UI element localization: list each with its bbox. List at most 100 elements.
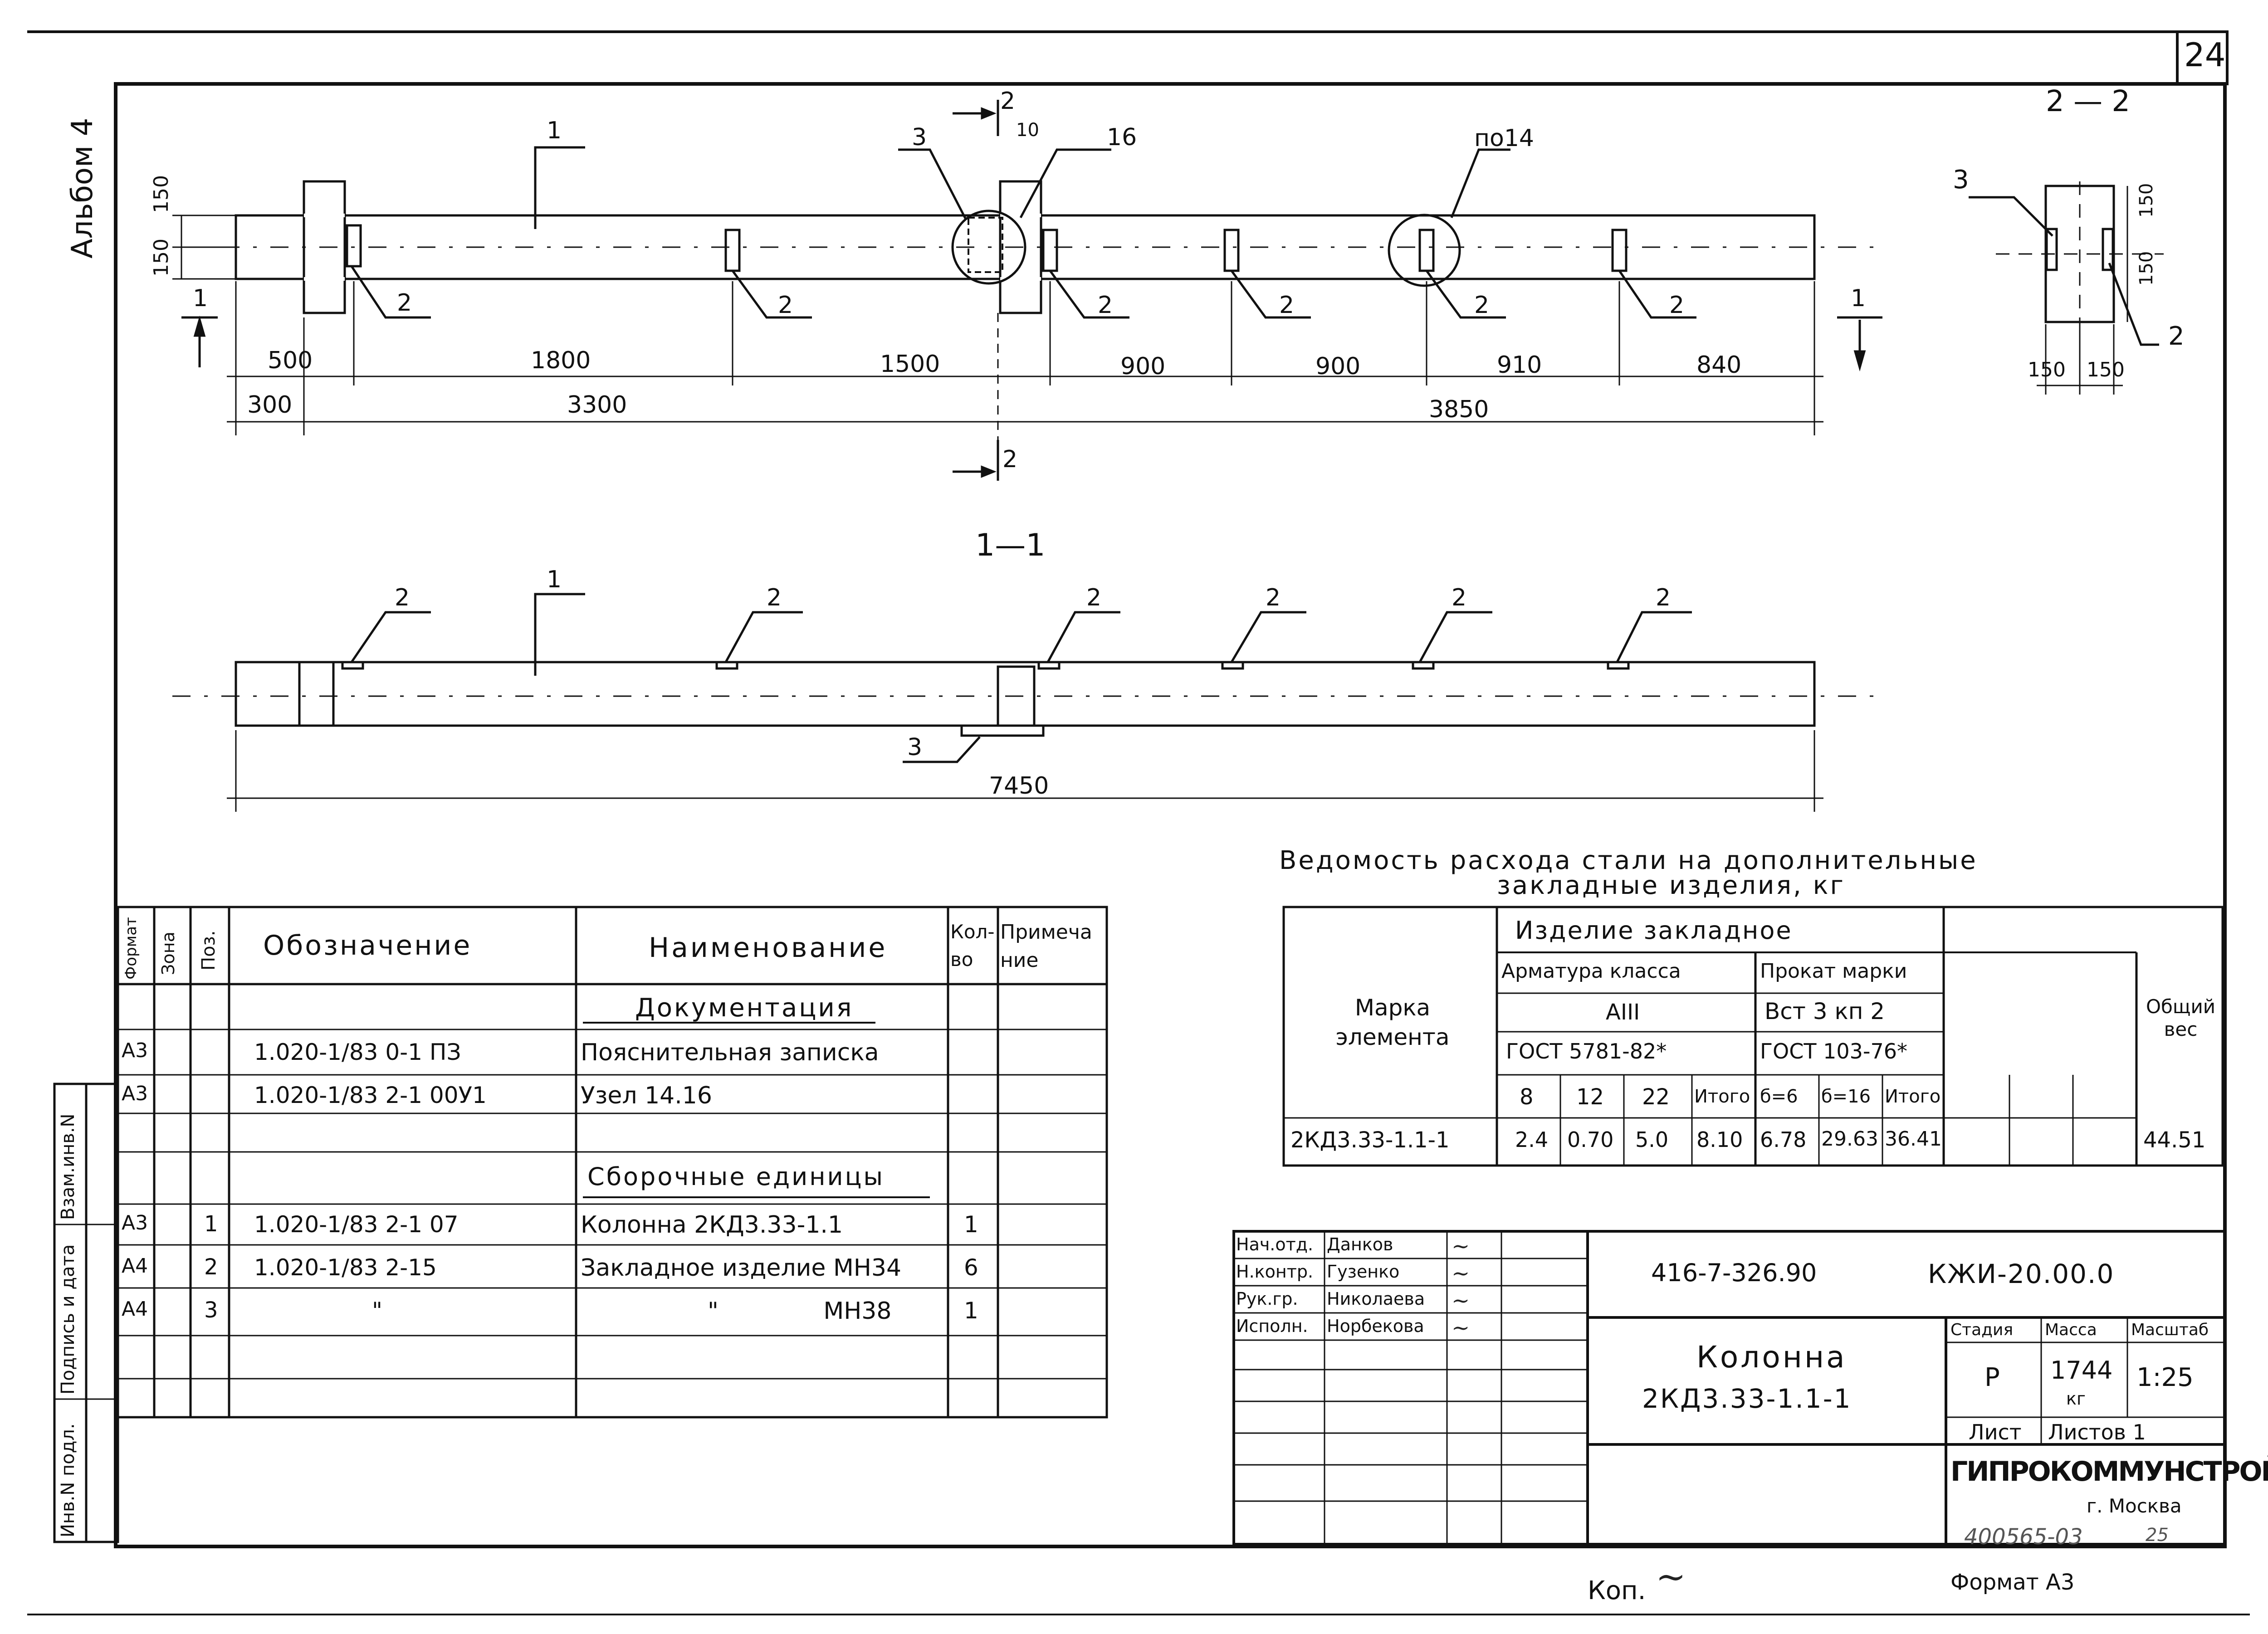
cut-1-right: 1 <box>1851 285 1866 312</box>
dim-1500: 1500 <box>880 351 940 378</box>
spec-section-docs: Документация <box>635 993 854 1023</box>
s11-callout-3: 3 <box>907 734 922 761</box>
spec-h-designation: Обозначение <box>263 930 472 961</box>
spec-r6-pos: 2 <box>204 1254 218 1280</box>
spec-r7-pos: 3 <box>204 1297 218 1323</box>
callout-2d: 2 <box>1279 292 1294 319</box>
callout-14: по14 <box>1474 125 1534 152</box>
callout-2a: 2 <box>397 289 412 317</box>
steel-table-title-2: закладные изделия, кг <box>1497 871 1845 900</box>
spec-h-name: Наименование <box>649 932 888 964</box>
section-2-bottom: 2 <box>1002 446 1017 473</box>
spec-h-pos: Поз. <box>198 930 219 971</box>
s11-callout-2f: 2 <box>1656 584 1671 611</box>
spec-r6-qty: 6 <box>964 1254 978 1281</box>
spec-r7-designation: " <box>372 1297 382 1324</box>
tb-stage-h: Стадия <box>1950 1321 2014 1339</box>
stamp-replace-inv: Взам.инв.N <box>58 1113 78 1220</box>
steel-table-title-1: Ведомость расхода стали на дополнительны… <box>1279 846 1978 875</box>
steel-sub-22: 22 <box>1642 1084 1670 1110</box>
dim-840: 840 <box>1696 351 1741 379</box>
callout-3-s22: 3 <box>1953 165 1969 195</box>
callout-2f: 2 <box>1669 292 1684 319</box>
spec-r2-name: Узел 14.16 <box>581 1082 712 1109</box>
s11-callout-2e: 2 <box>1452 584 1466 611</box>
callout-1: 1 <box>547 117 562 144</box>
steel-val-22: 5.0 <box>1635 1127 1669 1152</box>
spec-r5-format: А3 <box>122 1211 148 1234</box>
cut-1-left: 1 <box>193 285 208 312</box>
signature-4: ~ <box>1452 1315 1470 1341</box>
steel-h-rebar: Арматура класса <box>1501 960 1681 983</box>
spec-h-zone: Зона <box>158 932 178 975</box>
steel-h-rebar-gost: ГОСТ 5781-82* <box>1506 1039 1667 1063</box>
callout-2e: 2 <box>1474 292 1489 319</box>
steel-consumption-table <box>1282 906 2224 1167</box>
tb-role-1: Нач.отд. <box>1236 1234 1314 1254</box>
tb-mass: 1744 <box>2050 1356 2113 1385</box>
dim-left-150b: 150 <box>150 239 173 277</box>
steel-val-total1: 8.10 <box>1696 1127 1743 1152</box>
album-label: Альбом 4 <box>66 117 99 259</box>
callout-10: 10 <box>1016 120 1039 141</box>
section-1-1-labels: 1—1 2 1 2 2 2 2 2 3 7450 <box>395 527 1671 800</box>
stamp-sign-date: Подпись и дата <box>58 1244 78 1395</box>
spec-r5-designation: 1.020-1/83 2-1 07 <box>254 1211 459 1238</box>
spec-h-format: Формат <box>122 917 140 980</box>
steel-sub-total2: Итого <box>1885 1086 1941 1107</box>
tb-city: г. Москва <box>2087 1495 2182 1517</box>
section-1-1-view <box>172 593 1873 812</box>
spec-r7-qty: 1 <box>964 1297 978 1324</box>
spec-r6-name: Закладное изделие МН34 <box>581 1254 902 1282</box>
steel-sub-8: 8 <box>1520 1084 1534 1110</box>
section-2-2-title: 2 — 2 <box>2046 85 2130 118</box>
s11-callout-2c: 2 <box>1086 584 1101 611</box>
s11-callout-2d: 2 <box>1266 584 1281 611</box>
steel-h-rolled-gost: ГОСТ 103-76* <box>1760 1039 1908 1063</box>
section-2-2-labels: 2 — 2 3 2 150 150 150 150 <box>1953 85 2185 381</box>
s11-callout-1: 1 <box>547 566 562 593</box>
steel-h-rolled: Прокат марки <box>1760 960 1907 983</box>
steel-val-b16: 29.63 <box>1821 1127 1878 1151</box>
steel-sub-12: 12 <box>1576 1084 1604 1110</box>
steel-h-item: Изделие закладное <box>1515 916 1793 945</box>
archive-page: 25 <box>2146 1525 2169 1546</box>
format-label: Формат А3 <box>1950 1570 2075 1595</box>
column-plan-view <box>172 100 1882 481</box>
steel-row-mark: 2КД3.33-1.1-1 <box>1290 1127 1450 1153</box>
archive-number: 400565-03 <box>1964 1524 2083 1550</box>
tb-mass-h: Масса <box>2045 1321 2097 1339</box>
tb-role-2: Н.контр. <box>1236 1262 1314 1282</box>
tb-project-code: 416-7-326.90 <box>1651 1258 1817 1287</box>
side-stamp <box>53 1083 119 1543</box>
spec-r6-format: А4 <box>122 1254 148 1278</box>
plan-labels: 500 1800 1500 900 900 910 840 300 3300 3… <box>150 88 1866 473</box>
steel-h-mark: Марка элемента <box>1335 995 1450 1050</box>
dim-side-150b: 150 <box>2136 251 2157 286</box>
spec-r2-designation: 1.020-1/83 2-1 00У1 <box>254 1082 487 1108</box>
tb-name-2: Гузенко <box>1327 1262 1400 1282</box>
callout-2c: 2 <box>1098 292 1113 319</box>
dim-150-s22a: 150 <box>2028 358 2066 381</box>
steel-val-b6: 6.78 <box>1760 1127 1807 1152</box>
callout-3: 3 <box>912 124 927 151</box>
spec-r1-designation: 1.020-1/83 0-1 ПЗ <box>254 1039 461 1065</box>
dim-left-150a: 150 <box>150 175 173 213</box>
tb-title-2: 2КД3.33-1.1-1 <box>1642 1383 1852 1414</box>
spec-r7-format: А4 <box>122 1297 148 1321</box>
tb-scale-h: Масштаб <box>2131 1321 2209 1339</box>
copy-signature: ~ <box>1656 1556 1686 1598</box>
tb-role-4: Исполн. <box>1236 1316 1308 1336</box>
callout-2-s22: 2 <box>2168 322 2185 351</box>
spec-h-note: Примечание <box>1000 921 1092 972</box>
dim-300: 300 <box>247 391 292 419</box>
spec-r6-designation: 1.020-1/83 2-15 <box>254 1254 437 1281</box>
steel-val-12: 0.70 <box>1567 1127 1614 1152</box>
dim-1800: 1800 <box>531 347 591 374</box>
dim-150-s22b: 150 <box>2087 358 2125 381</box>
tb-sheet-h: Лист <box>1969 1420 2022 1444</box>
section-2-2-view <box>1969 181 2164 395</box>
s11-callout-2a: 2 <box>395 584 410 611</box>
steel-sub-b16: б=16 <box>1821 1086 1871 1107</box>
